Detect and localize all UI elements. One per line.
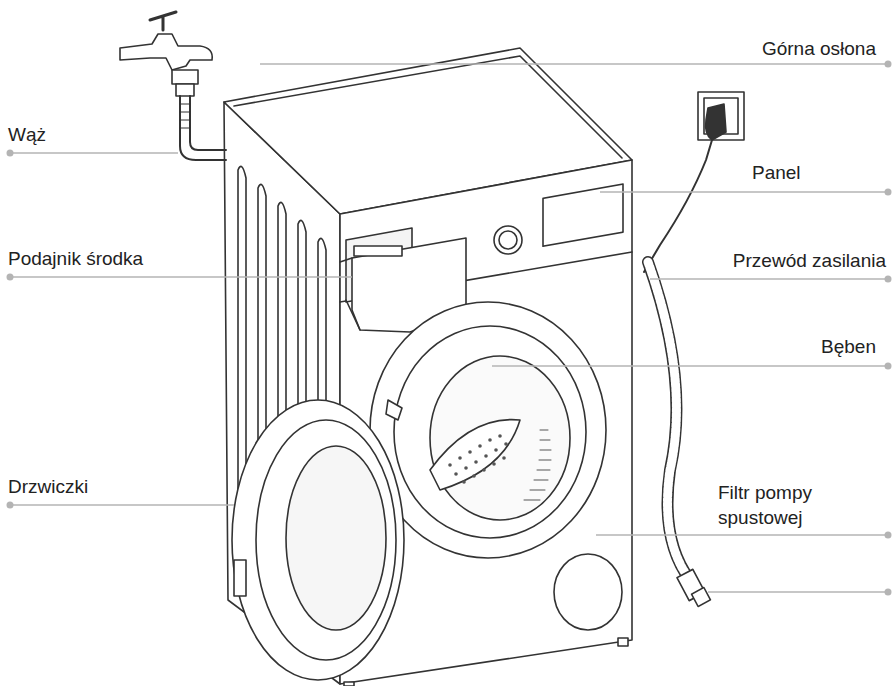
part-label: Górna osłona [640, 36, 876, 61]
part-label: Przewód zasilania [650, 248, 886, 273]
part-label: Panel [752, 160, 852, 185]
part-label: Drzwiczki [8, 474, 188, 499]
part-label: Bęben [700, 334, 876, 359]
part-label: Wąż [8, 122, 168, 147]
part-label: Podajnik środka [8, 246, 228, 271]
part-label: Filtr pompy spustowej [718, 480, 868, 530]
